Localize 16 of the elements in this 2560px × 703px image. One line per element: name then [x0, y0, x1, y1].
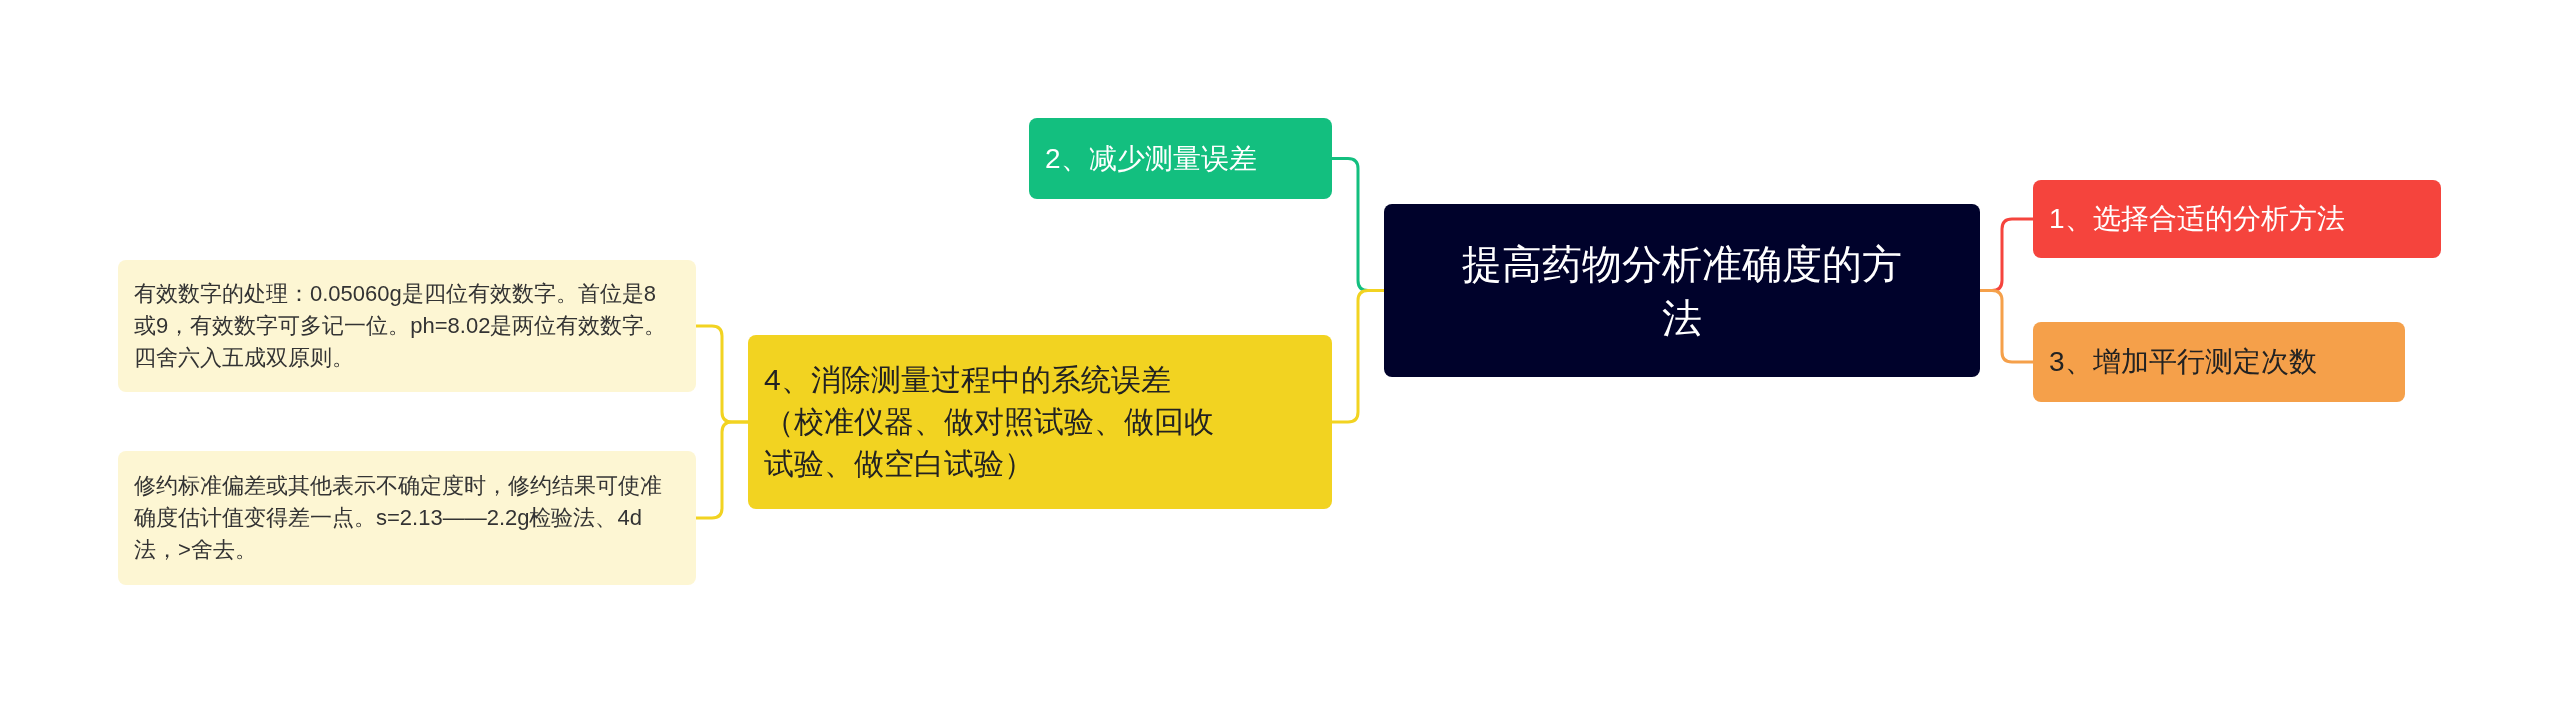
root-topic-box [1384, 204, 1980, 377]
connector-line [696, 420, 748, 520]
topic-box [1029, 118, 1332, 199]
topic-box [2033, 322, 2405, 402]
topic-text: 2、减少测量误差 [1045, 141, 1258, 176]
topic-box [748, 335, 1332, 509]
topic-text: 修约标准偏差或其他表示不确定度时，修约结果可使准确度估计值变得差一点。s=2.13——2.2g检验法、4d法，>舍去。 [134, 472, 663, 564]
topic-box [2033, 180, 2441, 258]
subtopic-box [118, 260, 696, 392]
connector-line [1332, 289, 1384, 424]
topic-text: 1、选择合适的分析方法 [2049, 202, 2346, 236]
topic-text: 3、增加平行测定次数 [2049, 345, 2318, 379]
topic-text: 有效数字的处理：0.05060g是四位有效数字。首位是8或9，有效数字可多记一位。ph=8.02是两位有效数字。四舍六入五成双原则。 [134, 280, 668, 372]
topic-text: 4、消除测量过程中的系统误差（校准仪器、做对照试验、做回收试验、做空白试验） [764, 362, 1215, 482]
topic-text: 提高药物分析准确度的方法 [1461, 240, 1903, 342]
subtopic-box [118, 451, 696, 585]
